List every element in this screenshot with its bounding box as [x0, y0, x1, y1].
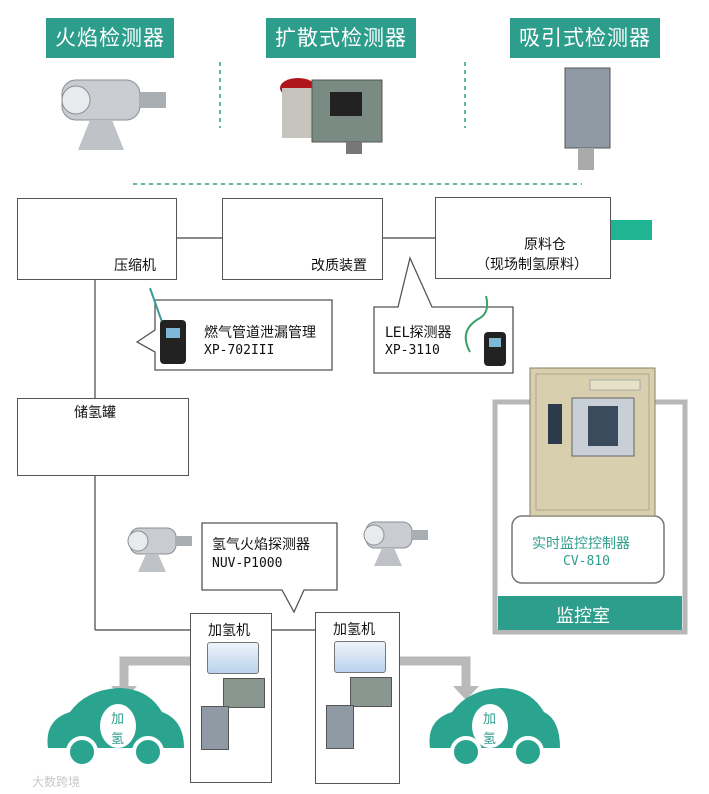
flame-detector-model: NUV-P1000	[212, 556, 283, 571]
control-cabinet-icon	[529, 367, 656, 517]
flame-detector-left-icon	[127, 527, 192, 572]
monitor-room-label: 监控室	[556, 606, 610, 627]
header-diffusion-detector: 扩散式检测器	[266, 18, 416, 58]
station-dispenser-right: 加氢机	[315, 612, 400, 784]
station-tank: 储氢罐	[17, 398, 189, 476]
flame-detector-right-icon	[363, 521, 428, 566]
station-reformer: 改质装置	[222, 198, 383, 280]
callout-lel	[373, 256, 514, 374]
car-left-text-1: 加	[111, 712, 125, 727]
flame-detector-name: 氢气火焰探测器	[212, 537, 310, 553]
lel-handheld-icon	[464, 295, 506, 366]
arrow-head-right-icon	[453, 686, 479, 700]
pipe-lines	[94, 237, 435, 631]
station-dispenser-left: 加氢机	[190, 613, 272, 783]
lel-model: XP-3110	[385, 343, 440, 358]
dispenser-left-screen	[207, 642, 259, 674]
callout-flame	[201, 522, 338, 614]
dispenser-left-gas-icon	[223, 678, 265, 708]
station-tank-label: 储氢罐	[74, 405, 116, 421]
controller-model: CV-810	[563, 554, 610, 569]
dispenser-right-gas-icon	[350, 677, 392, 707]
controller-name: 实时监控控制器	[532, 536, 630, 552]
suction-detector-icon	[564, 67, 611, 170]
car-left-icon	[47, 688, 184, 768]
header-suction-detector: 吸引式检测器	[510, 18, 660, 58]
lel-name: LEL探测器	[385, 325, 452, 341]
flame-detector-icon	[61, 79, 166, 150]
car-right-icon	[429, 688, 560, 768]
dispenser-left-suction-icon	[201, 706, 229, 750]
dispense-arrows	[119, 656, 471, 688]
monitor-room-bar	[498, 596, 682, 630]
station-dispenser-right-label: 加氢机	[333, 622, 375, 638]
car-right-text-2: 氢	[483, 732, 497, 747]
header-flame-detector: 火焰检测器	[46, 18, 174, 58]
station-raw-material: 原料仓 （现场制氢原料）	[435, 197, 611, 279]
watermark: 大数跨境	[32, 775, 81, 789]
station-compressor: 压缩机	[17, 198, 177, 280]
car-left-text-2: 氢	[111, 732, 125, 747]
station-compressor-label: 压缩机	[114, 258, 156, 274]
dispenser-right-screen	[334, 641, 386, 673]
pipe-leak-name: 燃气管道泄漏管理	[204, 325, 316, 341]
diffusion-detector-icon	[280, 78, 383, 154]
car-right-text-1: 加	[483, 712, 497, 727]
pipe-leak-model: XP-702III	[204, 343, 275, 358]
pipe-leak-handheld-icon	[149, 287, 186, 364]
station-raw-material-sub: （现场制氢原料）	[476, 257, 588, 273]
station-raw-material-label: 原料仓	[524, 237, 566, 253]
station-dispenser-left-label: 加氢机	[208, 623, 250, 639]
station-reformer-label: 改质装置	[311, 258, 367, 274]
dispenser-right-suction-icon	[326, 705, 354, 749]
